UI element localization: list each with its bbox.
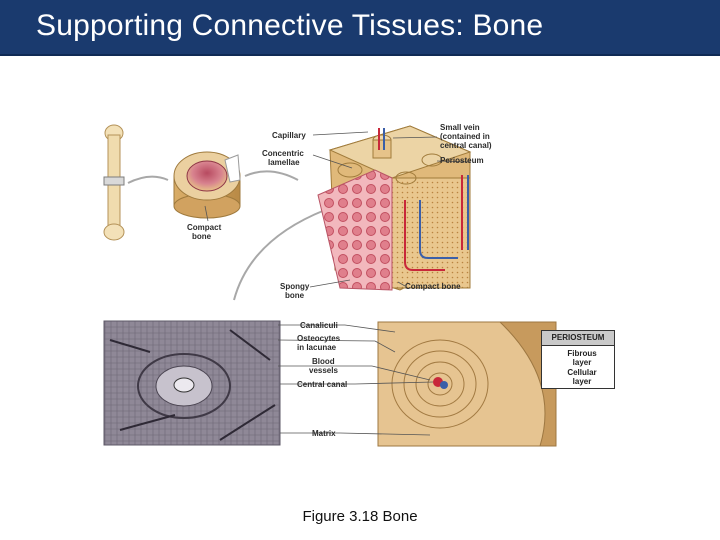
bone-micrograph (103, 320, 281, 446)
label-blood-vessels-2: vessels (309, 366, 338, 375)
label-central-canal: Central canal (297, 380, 347, 389)
label-capillary: Capillary (272, 131, 306, 140)
figure-caption: Figure 3.18 Bone (302, 508, 418, 525)
fibrous-layer-label-1: Fibrous (567, 349, 597, 358)
arrow-3 (233, 209, 326, 301)
arrow-1 (127, 175, 169, 184)
label-compact-bone-small-1: Compact (187, 223, 222, 232)
label-concentric-lamellae-1: Concentric (262, 149, 304, 158)
slide-title: Supporting Connective Tissues: Bone (36, 9, 544, 42)
cellular-layer-label-2: layer (572, 377, 592, 386)
cellular-layer-label-1: Cellular (567, 368, 597, 377)
label-matrix: Matrix (312, 429, 336, 438)
osteon-illustration (377, 321, 557, 447)
label-compact-bone: Compact bone (405, 282, 461, 291)
label-concentric-lamellae-2: lamellae (268, 158, 300, 167)
label-spongy-bone-1: Spongy (280, 282, 310, 291)
title-bar: Supporting Connective Tissues: Bone (0, 0, 720, 56)
compact-bone-block (317, 125, 472, 291)
leader-lines (204, 131, 555, 436)
label-osteocytes-1: Osteocytes (297, 334, 341, 343)
label-compact-bone-small-2: bone (192, 232, 212, 241)
long-bone-illustration (103, 124, 125, 241)
label-canaliculi: Canaliculi (300, 321, 338, 330)
label-blood-vessels-1: Blood (312, 357, 335, 366)
arrow-2 (244, 170, 299, 181)
label-small-vein-1: Small vein (440, 123, 480, 132)
bone-cross-section (173, 151, 241, 219)
label-small-vein-2: (contained in (440, 132, 490, 141)
fibrous-layer-label-2: layer (572, 358, 592, 367)
label-small-vein-3: central canal) (440, 141, 492, 150)
label-periosteum: Periosteum (440, 156, 484, 165)
label-spongy-bone-2: bone (285, 291, 305, 300)
label-osteocytes-2: in lacunae (297, 343, 337, 352)
periosteum-legend-box: PERIOSTEUM Fibrous layer Cellular layer (541, 330, 615, 389)
periosteum-legend-header: PERIOSTEUM (542, 331, 614, 346)
